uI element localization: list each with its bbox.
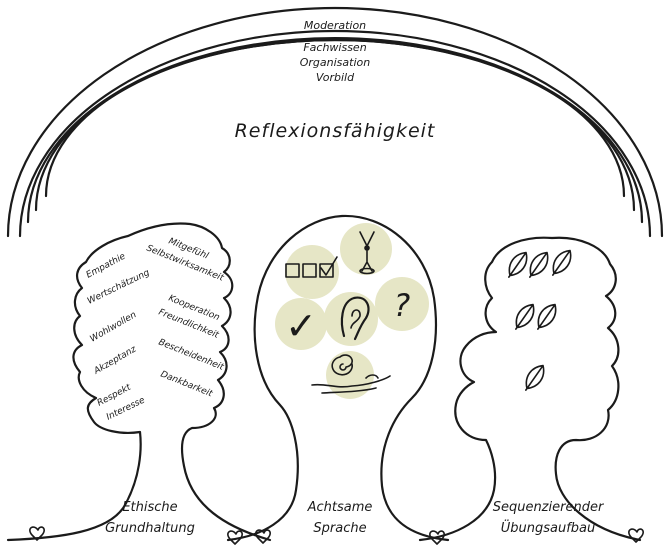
caption-grundhaltung: Grundhaltung <box>105 521 195 536</box>
leaf-icon <box>525 364 545 391</box>
arc-main-label: Reflexionsfähigkeit <box>235 120 436 142</box>
arc-label-organisation: Organisation <box>300 56 371 69</box>
caption-achtsame: Achtsame <box>307 500 373 515</box>
ear-icon <box>340 296 370 341</box>
tree-ethische-grundhaltung: Empathie Wertschätzung Wohlwollen Akzept… <box>6 222 272 544</box>
arc-2 <box>18 29 652 238</box>
round-tree-outline <box>226 214 450 542</box>
arc-5 <box>44 38 626 198</box>
caption-sprache: Sprache <box>313 521 366 536</box>
root-heart-mid-right <box>429 530 445 545</box>
disc-checkmark <box>275 298 327 350</box>
caption-ethische: Ethische <box>122 500 177 515</box>
fir-tree-outline <box>6 222 272 542</box>
root-heart-left <box>29 526 45 541</box>
leaf-group <box>508 249 572 391</box>
tree-sequenzierender-uebungsaufbau: Sequenzierender Übungsaufbau <box>418 236 644 543</box>
disc-ear <box>324 292 378 346</box>
dancer-icon <box>359 231 375 275</box>
word-bescheidenheit: Bescheidenheit <box>157 338 225 373</box>
word-wohlwollen: Wohlwollen <box>89 310 139 345</box>
leaf-icon <box>529 251 549 278</box>
arc-label-fachwissen: Fachwissen <box>303 41 366 54</box>
checkbox-row-icon <box>285 256 338 278</box>
word-dankbarkeit: Dankbarkeit <box>159 370 214 400</box>
rainbow-arcs <box>6 6 664 238</box>
arc-3 <box>26 36 644 224</box>
caption-sequenzierender: Sequenzierender <box>493 500 605 515</box>
snail-on-hand-icon <box>311 354 391 394</box>
arc-1 <box>6 6 664 238</box>
root-heart-mid-left <box>227 530 243 545</box>
leaf-icon <box>515 303 535 330</box>
root-heart-right <box>255 529 271 544</box>
root-heart-right-far <box>628 528 644 543</box>
arc-label-moderation: Moderation <box>304 19 366 32</box>
leaf-icon <box>537 303 557 330</box>
question-mark-icon: ? <box>394 288 410 324</box>
leaf-icon <box>552 249 572 276</box>
disc-checkboxes <box>285 245 339 299</box>
cloud-tree-outline <box>418 236 642 542</box>
leaf-icon <box>508 251 528 278</box>
tree-achtsame-sprache: ✓ ? Achtsame Sprache <box>226 214 450 545</box>
word-akzeptanz: Akzeptanz <box>92 344 139 377</box>
arc-label-vorbild: Vorbild <box>316 71 355 84</box>
checkmark-icon: ✓ <box>285 304 317 348</box>
disc-question <box>375 277 429 331</box>
caption-uebungsaufbau: Übungsaufbau <box>501 519 596 536</box>
